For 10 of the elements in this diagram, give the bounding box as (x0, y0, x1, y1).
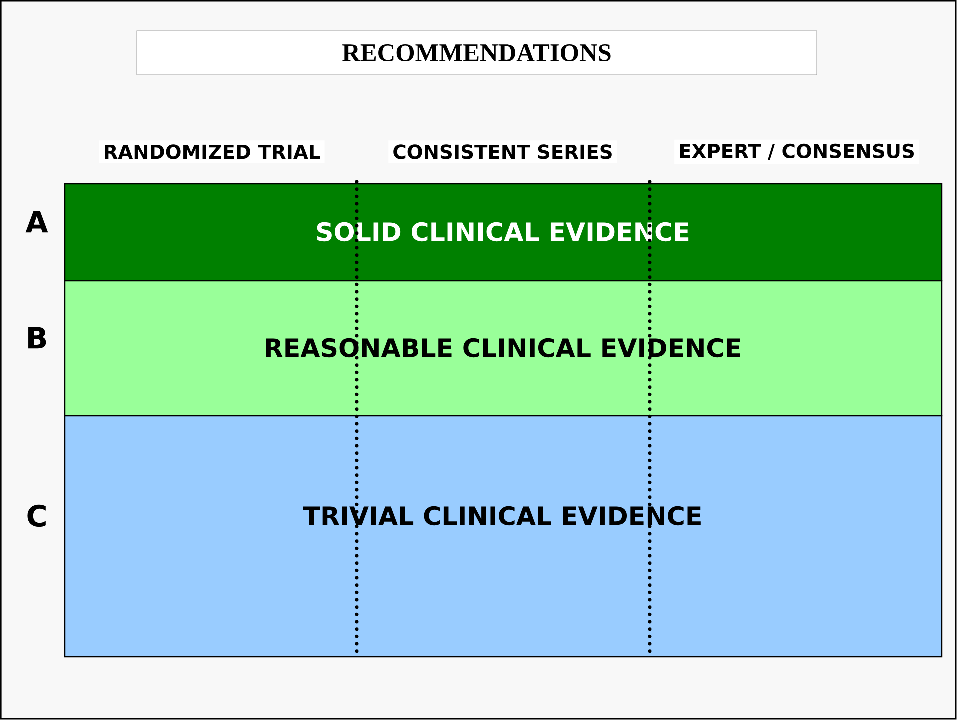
column-header: RANDOMIZED TRIAL (99, 140, 325, 164)
evidence-band: REASONABLE CLINICAL EVIDENCE (64, 280, 943, 417)
evidence-band: TRIVIAL CLINICAL EVIDENCE (64, 415, 943, 658)
column-header: CONSISTENT SERIES (388, 140, 618, 164)
evidence-band: SOLID CLINICAL EVIDENCE (64, 183, 943, 282)
title-box: RECOMMENDATIONS (136, 30, 818, 76)
column-header: EXPERT / CONSENSUS (674, 140, 920, 164)
row-letter: A (26, 211, 48, 233)
row-letter: B (28, 327, 46, 349)
row-letter: C (28, 504, 46, 528)
